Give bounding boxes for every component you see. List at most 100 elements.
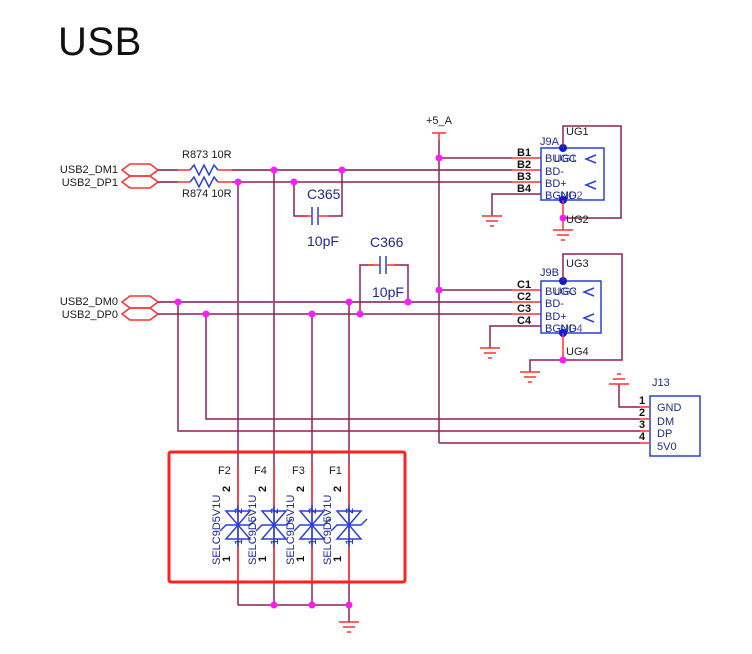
pin-number: 2 [332,486,344,492]
junction-dot [270,601,278,609]
pin-number: B3 [517,171,531,183]
pin-number: 2 [257,486,269,492]
resistor-r874: R874 10R [178,175,232,200]
ground-icon [480,347,500,359]
power-label: +5_A [426,115,453,127]
pin-number: 2 [295,486,307,492]
tvs-ref: F4 [254,465,267,477]
pin-name: GND [657,402,682,414]
connector-ref-j9b: J9B [540,267,559,279]
pin-name: 5V0 [657,441,677,453]
ground-icon [553,229,573,241]
pin-number-inner: 2 [307,508,319,514]
tvs-ref: F1 [329,465,342,477]
tvs-ref: F3 [292,465,305,477]
capacitor-value-c366: 10pF [372,284,404,300]
capacitor-c365: C365 10pF [300,186,341,249]
pin-number-inner: 1 [269,539,281,545]
junction-dot [345,298,353,306]
pin-number: C4 [517,315,532,327]
net-label-dm0: USB2_DM0 [60,296,118,308]
junction-dot [356,310,364,318]
capacitor-c366: C366 10pF [368,234,404,300]
pin-name: BD- [545,298,564,310]
pin-number: 4 [639,431,646,443]
net-label-dp1: USB2_DP1 [62,177,118,189]
power-rail-5v: +5_A [426,115,640,444]
pin-number: 2 [221,486,233,492]
pin-name-overlap: UG1 [554,153,577,165]
junction-dot [308,601,316,609]
pin-number-inner: 1 [344,539,356,545]
net-port-dm0: USB2_DM0 [60,295,160,309]
pin-name: BD- [545,166,564,178]
tvs-part-number: SELC9D5V1U [211,495,223,565]
page-title: USB [58,20,142,64]
pin-number-inner: 1 [307,539,319,545]
net-label-dm1: USB2_DM1 [60,164,118,176]
net-port-dp0: USB2_DP0 [62,307,160,321]
junction-dot [435,154,443,162]
capacitor-ref-c366: C366 [370,234,404,250]
pin-name: BUGC [545,286,577,298]
tvs-part-number: SELC9D5V1U [322,495,334,565]
wires-lower [158,264,640,605]
tvs-part-number: SELC9D5V1U [285,495,297,565]
pin-number: C1 [517,279,531,291]
connector-j9b: J9B C1 C2 C3 C4 BUGC BD- BD+ BGND UG3 UG… [489,253,623,372]
junction-dot [234,178,242,186]
pin-name: DP [657,428,672,440]
junction-dot [174,298,182,306]
capacitor-ref-c365: C365 [307,186,341,202]
ground-symbols [339,215,629,633]
pin-number: 1 [332,556,344,562]
junction-dot [308,310,316,318]
connector-j13: J13 1 2 3 4 GND DM DP 5V0 [618,377,701,457]
resistor-label-r873: R873 10R [182,149,232,161]
capacitor-value-c365: 10pF [307,233,339,249]
pin-number: C3 [517,303,531,315]
pin-number: 3 [639,419,645,431]
pin-number-inner: 1 [233,539,245,545]
tvs-part-number: SELC9D5V1U [247,495,259,565]
junction-dots [174,154,567,609]
pin-number: C2 [517,291,531,303]
pin-number: B2 [517,159,531,171]
junction-dot [559,214,567,222]
connector-ref-j9a: J9A [540,136,560,148]
net-port-dm1: USB2_DM1 [60,163,160,177]
pin-name: BGND [545,323,577,335]
ground-icon [339,621,359,633]
pin-number-inner: 2 [344,508,356,514]
tvs-ground-bus [238,604,350,622]
connector-ref-j13: J13 [652,377,670,389]
junction-dot [270,166,278,174]
pin-name: BGND [545,190,577,202]
pin-number-inner: 2 [233,508,245,514]
resistor-r873: R873 10R [178,149,232,177]
shield-label-ug1: UG1 [566,126,589,138]
junction-dot [338,166,346,174]
pin-name: BD+ [545,311,567,323]
pin-name: DM [657,416,674,428]
shield-label-ug3: UG3 [566,258,589,270]
pin-number: 1 [257,556,269,562]
pin-number: 1 [639,395,645,407]
shield-label-ug2: UG2 [566,214,589,226]
pin-number: 2 [639,407,645,419]
pin-number: B1 [517,147,531,159]
shield-label-ug4: UG4 [566,346,589,358]
junction-dot [404,298,412,306]
pin-number: B4 [517,183,532,195]
pin-number: 1 [295,556,307,562]
junction-dot [202,310,210,318]
net-label-dp0: USB2_DP0 [62,309,118,321]
junction-dot [559,356,567,364]
pin-number-inner: 2 [269,508,281,514]
pin-name: BUGC [545,153,577,165]
resistor-label-r874: R874 10R [182,188,232,200]
